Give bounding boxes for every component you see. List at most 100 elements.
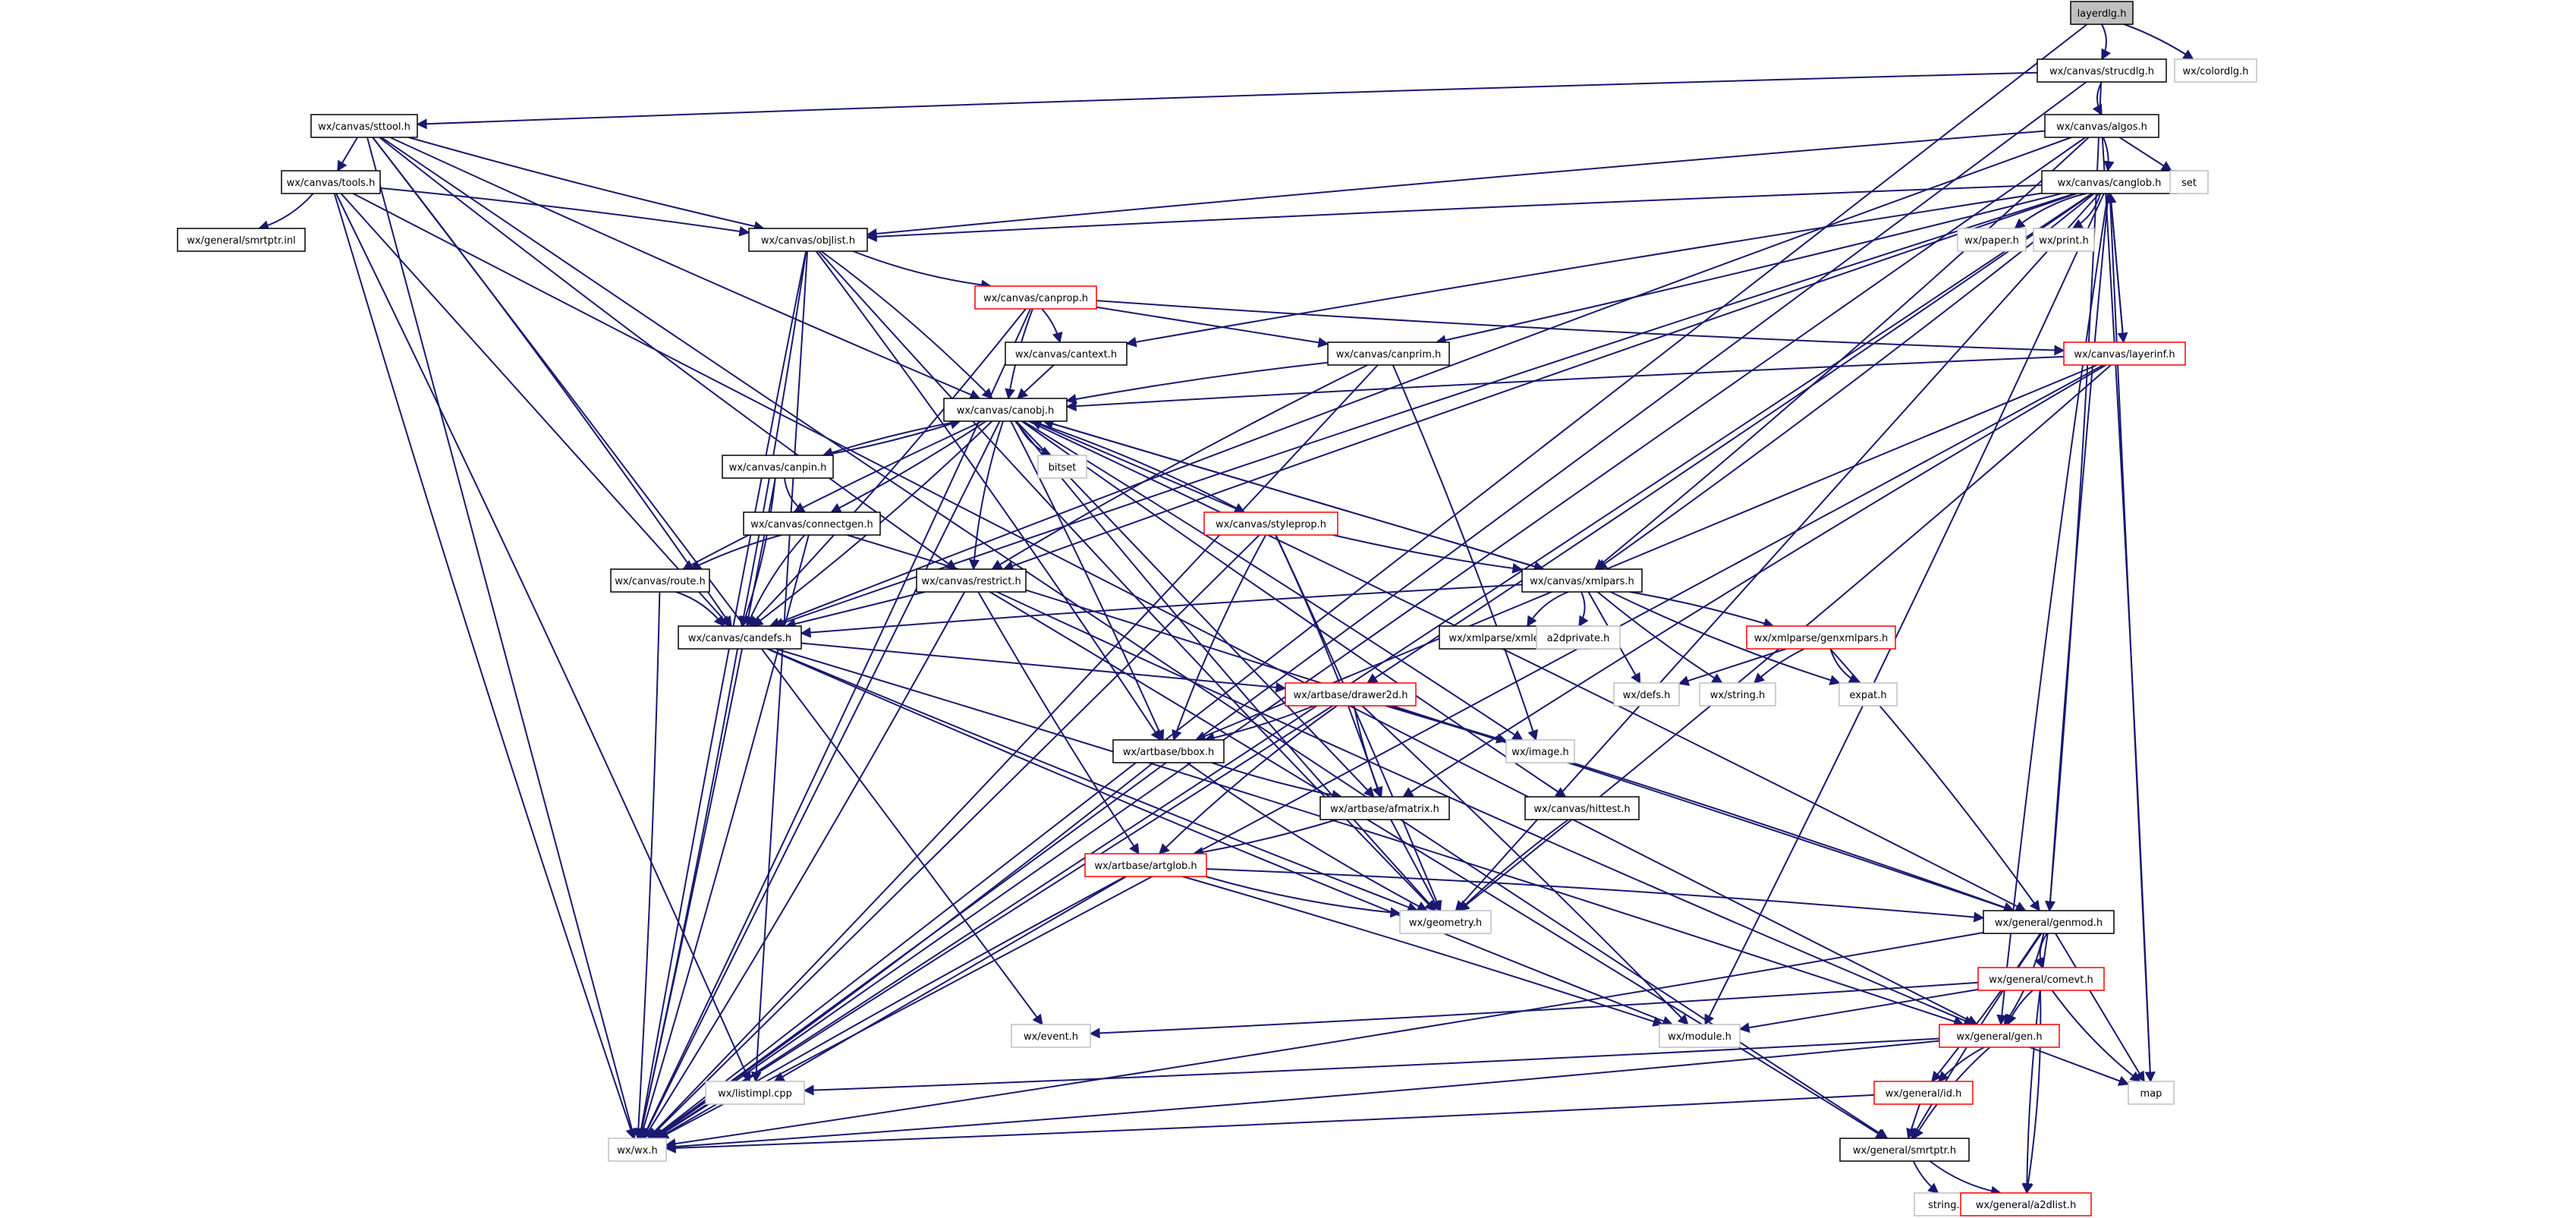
node-label-layerinf: wx/canvas/layerinf.h (2074, 349, 2175, 360)
node-drawer2d[interactable]: wx/artbase/drawer2d.h (1285, 682, 1417, 707)
edge-canglob-to-module (1704, 193, 2105, 1026)
node-label-colordlg: wx/colordlg.h (2183, 66, 2249, 77)
node-smrtptrinl[interactable]: wx/general/smrtptr.inl (177, 228, 306, 252)
edge-candefs-to-drawer2d (800, 642, 1287, 693)
edge-genxmlpars-to-defs (1678, 648, 1787, 686)
node-layerinf[interactable]: wx/canvas/layerinf.h (2063, 341, 2186, 366)
node-image[interactable]: wx/image.h (1505, 739, 1575, 763)
edge-afmatrix-to-geometry (1390, 819, 1440, 912)
node-box-afmatrix (1319, 796, 1450, 820)
node-layerdlg[interactable]: layerdlg.h (2070, 1, 2134, 25)
edge-styleprop-to-xmlpars (1332, 534, 1524, 574)
node-genxmlpars[interactable]: wx/xmlparse/genxmlpars.h (1746, 625, 1896, 650)
node-hittest[interactable]: wx/canvas/hittest.h (1524, 796, 1640, 820)
node-canobj[interactable]: wx/canvas/canobj.h (943, 398, 1068, 422)
node-box-algos (2044, 114, 2159, 138)
edge-styleprop-to-canobj (1030, 420, 1245, 513)
edge-canobj-to-geometry (1014, 420, 1437, 912)
node-box-event (1011, 1024, 1091, 1048)
node-comevt[interactable]: wx/general/comevt.h (1977, 967, 2105, 991)
node-styleprop[interactable]: wx/canvas/styleprop.h (1203, 511, 1338, 536)
edge-algos-to-set (2118, 137, 2172, 172)
node-canglob[interactable]: wx/canvas/canglob.h (2041, 170, 2178, 194)
node-module[interactable]: wx/module.h (1659, 1024, 1741, 1048)
nodes-layer: layerdlg.h wx/canvas/strucdlg.h wx/colordl… (177, 1, 2257, 1216)
edge-artglob-to-listimpl (773, 876, 1127, 1082)
node-label-artglob: wx/artbase/artglob.h (1094, 861, 1197, 872)
node-colordlg[interactable]: wx/colordlg.h (2174, 58, 2257, 83)
node-artglob[interactable]: wx/artbase/artglob.h (1084, 853, 1207, 877)
edge-canglob-to-drawer2d (1367, 193, 2093, 684)
node-objlist[interactable]: wx/canvas/objlist.h (748, 228, 868, 252)
node-strucdlg[interactable]: wx/canvas/strucdlg.h (2037, 58, 2167, 83)
edge-algos-to-canglob (2103, 137, 2115, 172)
node-set[interactable]: set (2169, 170, 2209, 194)
node-paper[interactable]: wx/paper.h (1957, 228, 2027, 252)
edge-canglob-to-paper (2014, 193, 2087, 229)
node-connectgen[interactable]: wx/canvas/connectgen.h (743, 511, 881, 536)
edge-xmlpars-to-string (1596, 591, 1723, 684)
node-candefs[interactable]: wx/canvas/candefs.h (678, 625, 802, 650)
edge-canglob-to-objlist (866, 184, 2043, 242)
edge-comevt-to-map (2051, 990, 2141, 1082)
node-box-comevt (1977, 967, 2105, 991)
node-smrtptr[interactable]: wx/general/smrtptr.h (1839, 1138, 1970, 1162)
node-listimpl[interactable]: wx/listimpl.cpp (705, 1081, 805, 1105)
node-expat[interactable]: expat.h (1838, 682, 1898, 707)
edge-layerdlg-to-wx (651, 24, 2088, 1139)
node-bitset[interactable]: bitset (1037, 455, 1087, 479)
node-canprop[interactable]: wx/canvas/canprop.h (974, 285, 1097, 310)
node-label-connectgen: wx/canvas/connectgen.h (750, 519, 873, 530)
edge-gen-to-id (1938, 1046, 1985, 1083)
node-box-route (610, 568, 710, 593)
edge-connectgen-to-candefs (745, 534, 806, 628)
node-map[interactable]: map (2128, 1081, 2175, 1105)
node-xmlpars[interactable]: wx/canvas/xmlpars.h (1521, 568, 1643, 593)
node-label-stringh: string.h (1928, 1200, 1966, 1211)
node-sttool[interactable]: wx/canvas/sttool.h (310, 114, 418, 138)
edge-genxmlpars-to-string (1753, 648, 1805, 684)
node-canpin[interactable]: wx/canvas/canpin.h (722, 455, 834, 479)
node-tools[interactable]: wx/canvas/tools.h (281, 170, 381, 194)
node-event[interactable]: wx/event.h (1011, 1024, 1091, 1048)
node-id[interactable]: wx/general/id.h (1873, 1081, 1974, 1105)
edges-layer (257, 24, 2194, 1197)
edge-genmod-to-id (1931, 933, 2041, 1083)
edge-canprop-to-canprim (1096, 306, 1329, 348)
node-label-bbox: wx/artbase/bbox.h (1123, 747, 1215, 758)
node-bbox[interactable]: wx/artbase/bbox.h (1112, 739, 1225, 763)
node-cantext[interactable]: wx/canvas/cantext.h (1005, 341, 1128, 366)
node-geometry[interactable]: wx/geometry.h (1399, 910, 1492, 934)
edge-algos-to-xmlpars (1594, 137, 2090, 570)
node-box-canobj (943, 398, 1068, 422)
node-algos[interactable]: wx/canvas/algos.h (2044, 114, 2159, 138)
node-box-string (1699, 682, 1776, 707)
edge-styleprop-to-geometry (1275, 534, 1442, 912)
node-string[interactable]: wx/string.h (1699, 682, 1776, 707)
node-box-canprop (974, 285, 1097, 310)
edge-drawer2d-to-artglob (1158, 705, 1338, 854)
edge-tools-to-candefs (340, 193, 731, 628)
edge-canpin-to-connectgen (784, 477, 807, 513)
node-wx[interactable]: wx/wx.h (608, 1138, 667, 1162)
edge-bbox-to-afmatrix (1211, 762, 1343, 801)
node-defs[interactable]: wx/defs.h (1613, 682, 1680, 707)
node-print[interactable]: wx/print.h (2033, 228, 2095, 252)
node-gen[interactable]: wx/general/gen.h (1939, 1024, 2060, 1048)
node-genmod[interactable]: wx/general/genmod.h (1983, 910, 2115, 934)
node-route[interactable]: wx/canvas/route.h (610, 568, 710, 593)
node-restrict[interactable]: wx/canvas/restrict.h (916, 568, 1027, 593)
node-label-route: wx/canvas/route.h (615, 576, 706, 587)
node-a2dprivate[interactable]: a2dprivate.h (1536, 625, 1621, 650)
edge-route-to-candefs (675, 591, 725, 628)
edge-styleprop-to-bbox (1172, 534, 1267, 741)
node-a2dlist[interactable]: wx/general/a2dlist.h (1960, 1192, 2092, 1216)
edge-canglob-to-candefs (772, 193, 2076, 628)
node-canprim[interactable]: wx/canvas/canprim.h (1327, 341, 1450, 366)
edge-canobj-to-hittest (1021, 420, 1567, 798)
node-box-artglob (1084, 853, 1207, 877)
edge-canobj-to-styleprop (1031, 420, 1246, 513)
edge-objlist-to-listimpl (750, 250, 809, 1083)
edge-genmod-to-wx (665, 931, 1984, 1149)
node-afmatrix[interactable]: wx/artbase/afmatrix.h (1319, 796, 1450, 820)
